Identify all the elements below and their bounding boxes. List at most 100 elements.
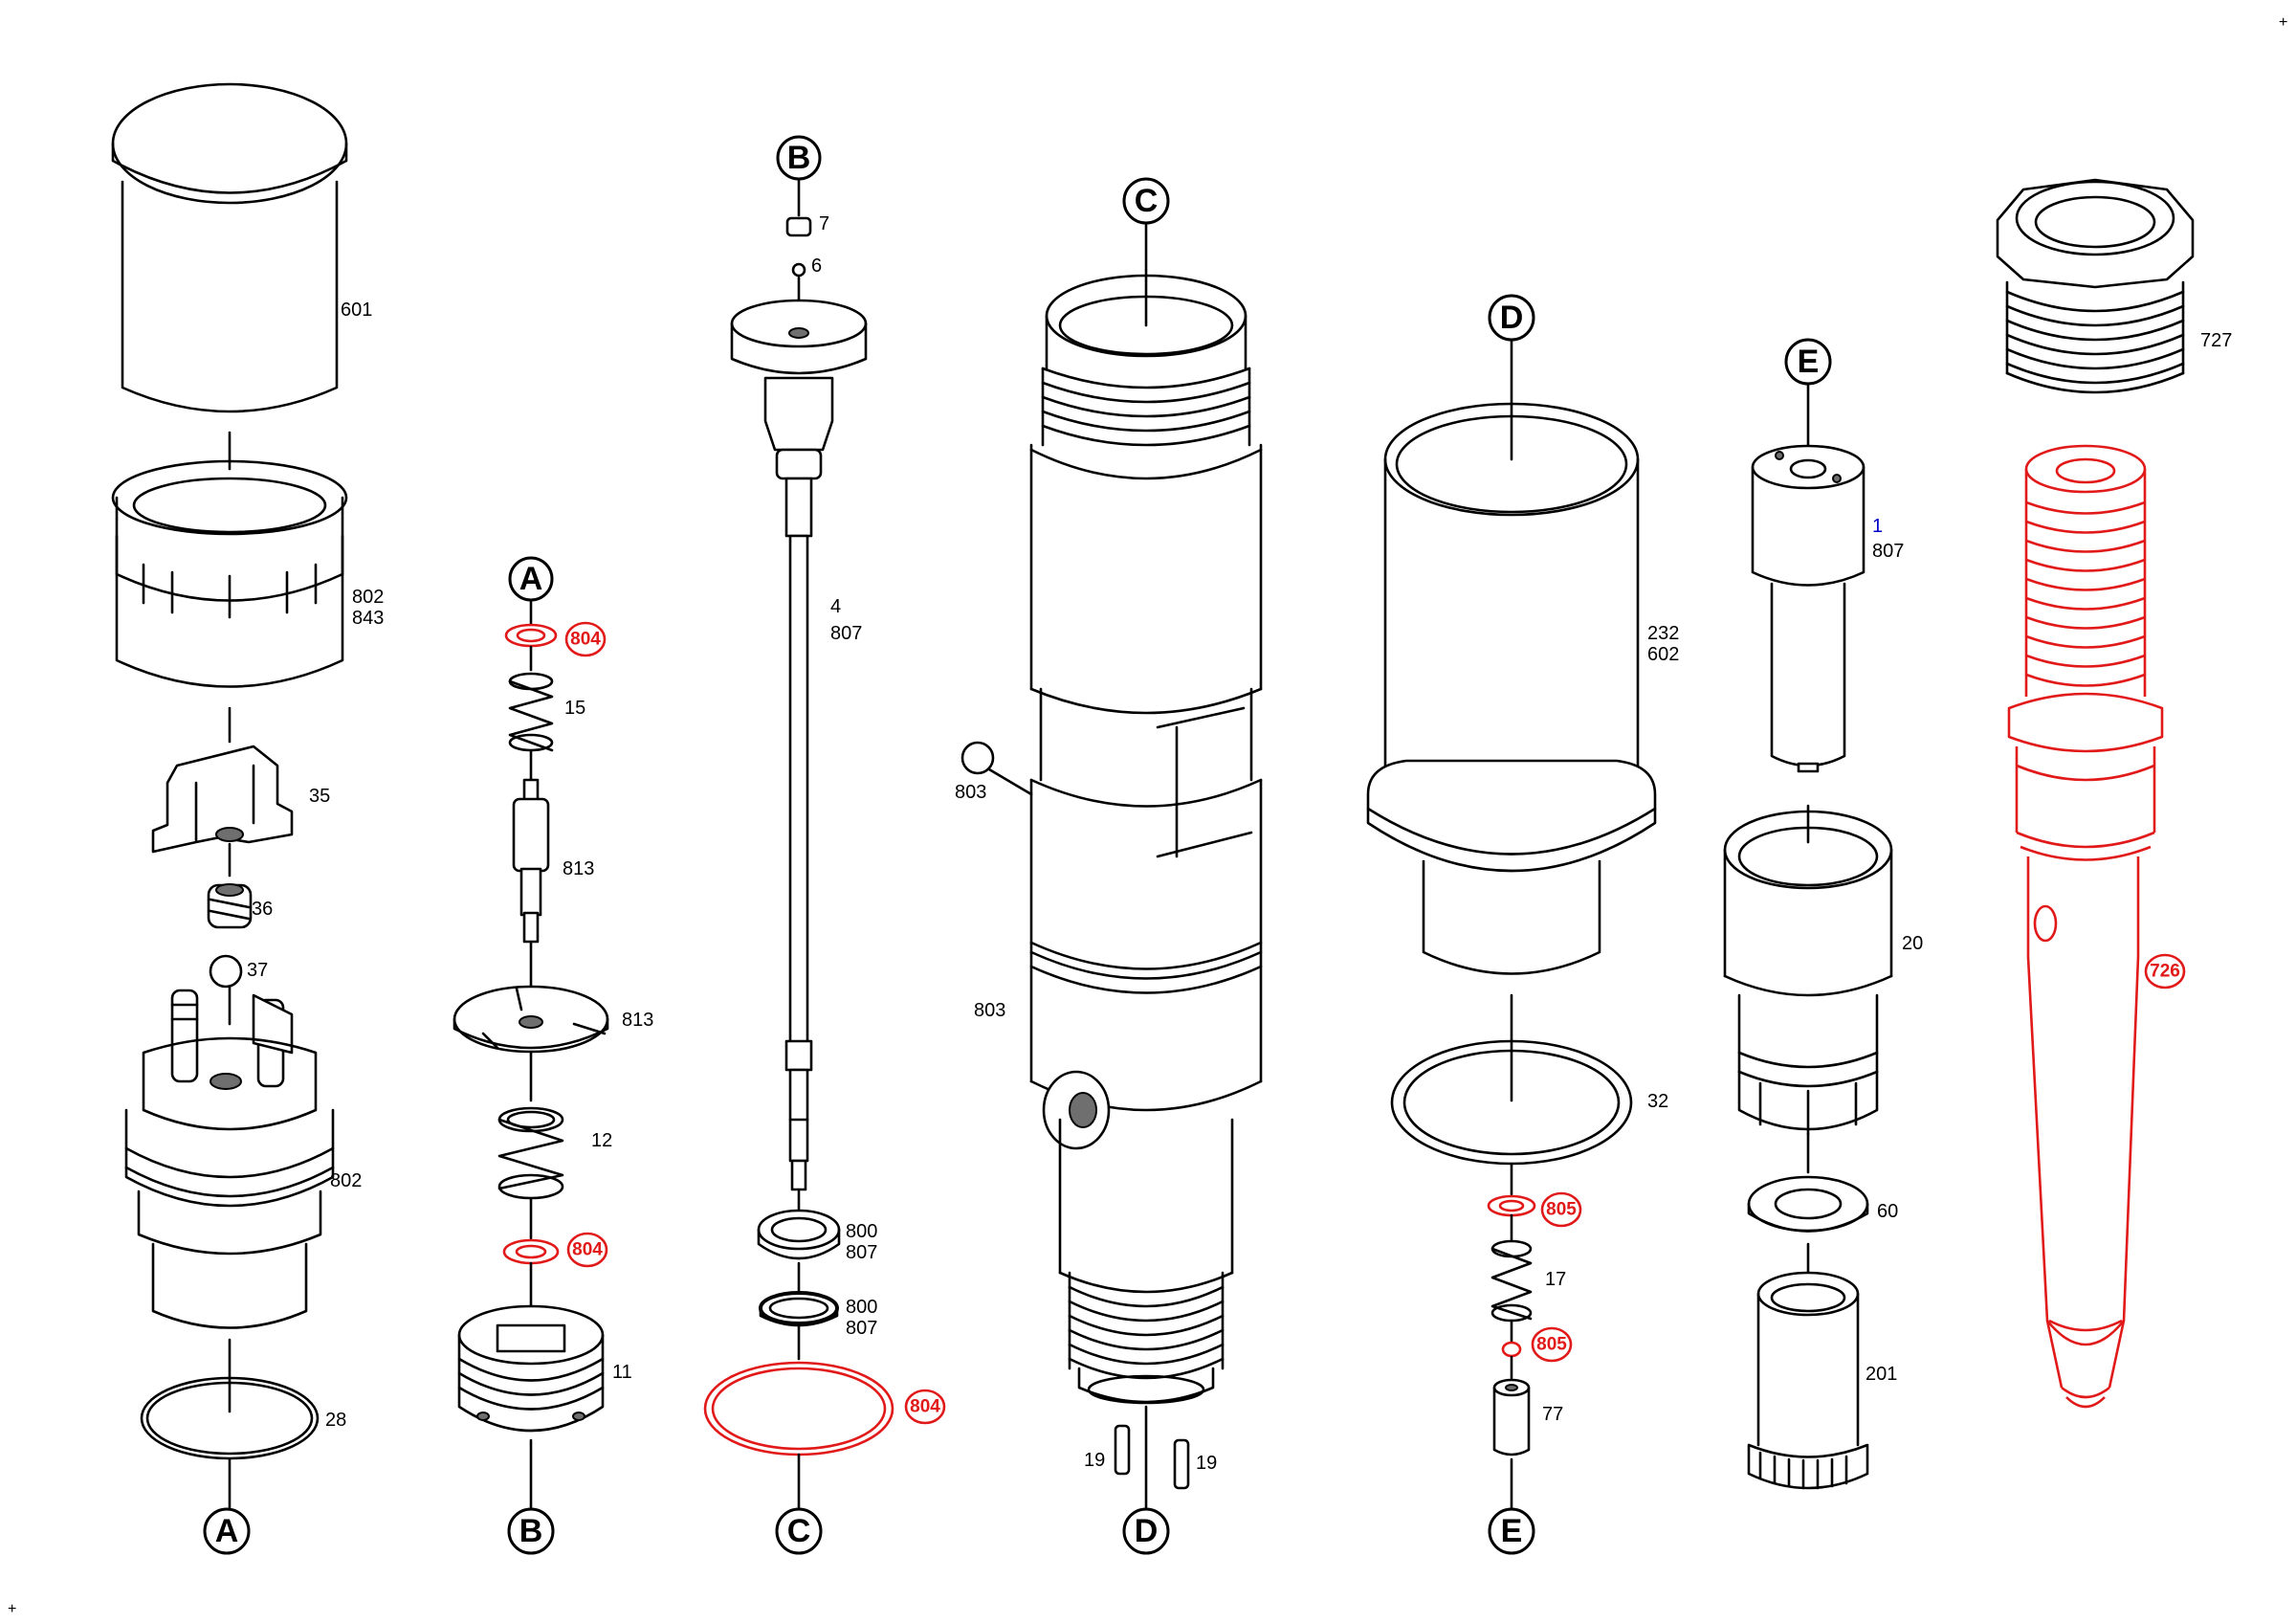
label-20: 20 bbox=[1902, 933, 1923, 954]
label-807-b: 807 bbox=[846, 1318, 877, 1339]
svg-text:805: 805 bbox=[1546, 1200, 1577, 1220]
label-19-left: 19 bbox=[1084, 1450, 1105, 1471]
svg-text:726: 726 bbox=[2150, 962, 2180, 982]
label-807-a: 807 bbox=[846, 1242, 877, 1263]
connector-a-bottom: A bbox=[203, 1507, 251, 1555]
label-36: 36 bbox=[252, 899, 273, 920]
armature-pin-part bbox=[512, 778, 550, 944]
part-labels: 601 802 843 35 36 37 802 28 15 813 813 1… bbox=[247, 213, 2232, 1474]
seal-ring-804-large bbox=[703, 1361, 894, 1456]
hex-nut-part bbox=[111, 459, 348, 688]
svg-text:804: 804 bbox=[570, 630, 601, 650]
svg-text:804: 804 bbox=[910, 1397, 940, 1417]
label-800-a: 800 bbox=[846, 1221, 877, 1242]
svg-text:E: E bbox=[1798, 344, 1820, 380]
label-800-b: 800 bbox=[846, 1297, 877, 1318]
valve-ball-6 bbox=[791, 262, 806, 278]
connector-e-top: E bbox=[1784, 338, 1832, 386]
injector-body-part bbox=[1029, 274, 1263, 1405]
label-60: 60 bbox=[1877, 1201, 1898, 1222]
column-e bbox=[1366, 338, 1657, 1509]
callout-804-top: 804 bbox=[564, 621, 607, 657]
pressure-pipe-726 bbox=[2007, 444, 2164, 1409]
label-802-body: 802 bbox=[330, 1170, 362, 1191]
nozzle-part bbox=[1751, 444, 1866, 773]
washer-60-part bbox=[1747, 1175, 1869, 1233]
label-843: 843 bbox=[352, 608, 384, 629]
svg-text:C: C bbox=[1135, 183, 1159, 219]
cap-part bbox=[111, 82, 348, 413]
label-803-body: 803 bbox=[974, 1000, 1005, 1021]
socket-tool-part bbox=[1747, 1271, 1869, 1490]
hex-fitting-727 bbox=[1996, 178, 2195, 394]
seal-ring-804-mid bbox=[502, 1238, 560, 1265]
label-32: 32 bbox=[1647, 1091, 1668, 1112]
label-6: 6 bbox=[811, 256, 822, 277]
valve-stem-part bbox=[784, 477, 813, 1191]
svg-text:C: C bbox=[787, 1513, 811, 1549]
connector-c-bottom: C bbox=[775, 1507, 823, 1555]
highlight-callouts: 804 804 804 805 805 726 bbox=[564, 621, 2186, 1425]
spring-15-part bbox=[508, 672, 554, 752]
callout-804-ring: 804 bbox=[904, 1389, 946, 1425]
column-nozzle bbox=[1723, 383, 1893, 1490]
pin-19-right bbox=[1173, 1438, 1190, 1490]
seal-805-b bbox=[1501, 1341, 1522, 1358]
svg-text:A: A bbox=[215, 1513, 239, 1549]
valve-plate-part bbox=[730, 299, 868, 480]
label-802-top: 802 bbox=[352, 587, 384, 608]
pin-19-left bbox=[1114, 1424, 1131, 1476]
connector-b-top: B bbox=[776, 135, 822, 181]
label-4: 4 bbox=[830, 596, 841, 617]
column-a bbox=[111, 82, 348, 1509]
seal-805-a bbox=[1487, 1194, 1536, 1217]
callout-805-b: 805 bbox=[1531, 1326, 1573, 1363]
label-813-pin: 813 bbox=[563, 858, 594, 879]
label-232: 232 bbox=[1647, 623, 1679, 644]
clip-part bbox=[151, 745, 294, 854]
label-28: 28 bbox=[325, 1410, 346, 1431]
pressure-pin-part bbox=[1492, 1378, 1531, 1456]
label-35: 35 bbox=[309, 786, 330, 807]
svg-text:805: 805 bbox=[1536, 1335, 1567, 1355]
connector-b-bottom: B bbox=[507, 1507, 555, 1555]
column-fitting bbox=[1996, 178, 2195, 1409]
shim-washer-part bbox=[757, 1209, 841, 1260]
svg-text:E: E bbox=[1501, 1513, 1523, 1549]
label-77: 77 bbox=[1542, 1404, 1563, 1425]
thin-ring-part bbox=[759, 1291, 839, 1327]
connector-c-top: C bbox=[1122, 177, 1170, 225]
column-b bbox=[453, 596, 609, 1509]
label-807-nozzle: 807 bbox=[1872, 541, 1904, 562]
connector-d-bottom: D bbox=[1122, 1507, 1170, 1555]
sleeve-232-part bbox=[1366, 402, 1657, 975]
label-727: 727 bbox=[2200, 330, 2232, 351]
svg-text:D: D bbox=[1500, 300, 1524, 336]
ball-803-part bbox=[960, 741, 995, 775]
label-803-ball: 803 bbox=[955, 782, 986, 803]
spline-nut-part bbox=[457, 1304, 605, 1433]
callout-804-mid: 804 bbox=[566, 1232, 608, 1268]
label-11: 11 bbox=[612, 1362, 632, 1383]
label-37: 37 bbox=[247, 960, 268, 981]
connector-letters: A A B B C C D D E E bbox=[203, 135, 1832, 1555]
label-12: 12 bbox=[591, 1130, 612, 1151]
valve-ball-seat-7 bbox=[785, 216, 812, 237]
label-813-plate: 813 bbox=[622, 1010, 653, 1031]
label-19-right: 19 bbox=[1196, 1453, 1217, 1474]
svg-text:B: B bbox=[519, 1513, 543, 1549]
column-c bbox=[703, 178, 894, 1509]
armature-plate-part bbox=[453, 985, 609, 1054]
label-17: 17 bbox=[1545, 1269, 1566, 1290]
callout-726: 726 bbox=[2144, 953, 2186, 989]
callout-805-a: 805 bbox=[1540, 1191, 1582, 1228]
nozzle-nut-part bbox=[1723, 810, 1893, 1136]
corner-mark: + bbox=[2279, 14, 2287, 31]
label-7: 7 bbox=[819, 213, 829, 234]
column-d bbox=[960, 223, 1263, 1509]
connector-e-bottom: E bbox=[1488, 1507, 1535, 1555]
small-spring-part bbox=[207, 883, 253, 929]
connector-d-top: D bbox=[1488, 294, 1535, 342]
svg-text:B: B bbox=[787, 140, 811, 176]
